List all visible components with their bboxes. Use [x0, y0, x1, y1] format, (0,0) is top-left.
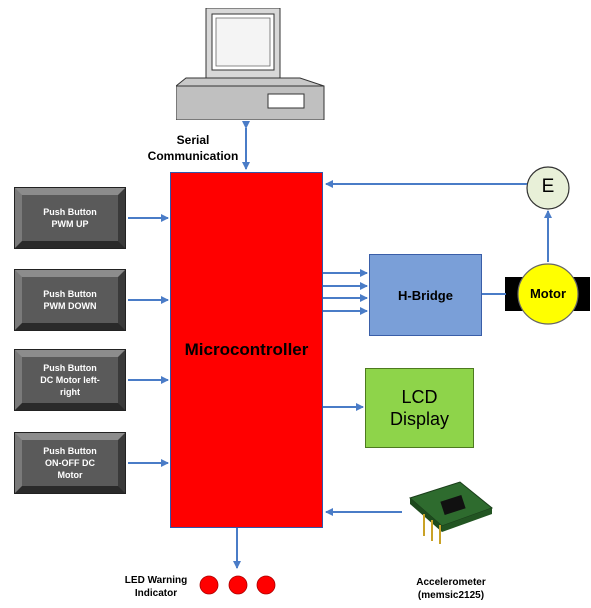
lcd-display-label: LCD Display	[389, 387, 450, 429]
motor-assembly	[505, 166, 590, 325]
push-button-label: Push Button PWM DOWN	[43, 289, 97, 311]
computer-icon	[176, 8, 325, 120]
motor-label: Motor	[529, 286, 567, 301]
push-button-on-off-dc-motor: Push Button ON-OFF DC Motor	[14, 432, 126, 494]
led-icon	[199, 575, 219, 595]
motor-icon	[517, 263, 579, 325]
encoder-label: E	[541, 176, 555, 197]
accelerometer-label: Accelerometer (memsic2125)	[416, 577, 486, 601]
serial-communication-label: Serial Communication	[147, 133, 239, 163]
h-bridge-label: H-Bridge	[398, 287, 453, 303]
led-icon	[228, 575, 248, 595]
encoder-icon	[526, 166, 570, 210]
h-bridge-block: H-Bridge	[369, 254, 482, 336]
led-indicators	[199, 575, 276, 595]
push-button-label: Push Button PWM UP	[43, 207, 97, 229]
push-button-pwm-up: Push Button PWM UP	[14, 187, 126, 249]
push-button-pwm-down: Push Button PWM DOWN	[14, 269, 126, 331]
microcontroller-block: Microcontroller	[170, 172, 323, 528]
led-icon	[256, 575, 276, 595]
lcd-display-block: LCD Display	[365, 368, 474, 448]
accelerometer-icon	[409, 481, 494, 544]
push-button-dc-motor-left-right: Push Button DC Motor left- right	[14, 349, 126, 411]
led-warning-label: LED Warning Indicator	[124, 575, 188, 599]
microcontroller-label: Microcontroller	[184, 340, 309, 359]
push-button-label: Push Button DC Motor left- right	[40, 363, 100, 397]
push-button-label: Push Button ON-OFF DC Motor	[43, 446, 97, 480]
